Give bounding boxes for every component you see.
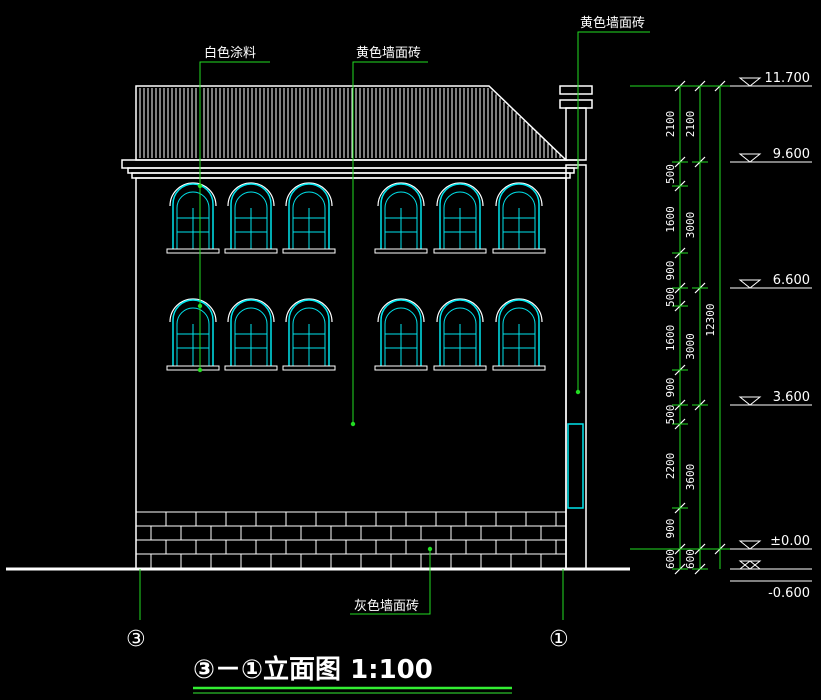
chimney-cap [559, 85, 593, 95]
chimney [565, 107, 587, 161]
level-label: 11.700 [765, 71, 811, 86]
level-label: 3.600 [773, 390, 810, 405]
drawing-title: ③－①立面图 1:100 [193, 654, 433, 685]
window [492, 298, 546, 371]
level-label: ±0.00 [770, 534, 810, 549]
dimension-label: 3000 [684, 212, 697, 239]
level-label: 6.600 [773, 273, 810, 288]
side-door [567, 423, 584, 509]
dimension-label: 900 [664, 519, 677, 539]
dimension-label: 500 [664, 164, 677, 184]
dimension-label: 900 [664, 261, 677, 281]
window [224, 298, 278, 371]
cornice [121, 159, 579, 169]
level-marker: -0.600 [730, 560, 812, 601]
label-white-paint: 白色涂料 [204, 45, 256, 61]
label-gray-tile: 灰色墙面砖 [354, 598, 419, 614]
axis-label-right: ① [549, 627, 569, 652]
dimension-label: 600 [684, 549, 697, 569]
side-column [565, 164, 587, 570]
dimension-label: 2100 [684, 111, 697, 138]
axis-label-left: ③ [126, 627, 146, 652]
label-yellow-tile: 黄色墙面砖 [356, 45, 421, 61]
window [282, 182, 336, 254]
building-outline [6, 85, 630, 571]
leader-lines [139, 31, 650, 620]
dimension-label: 500 [664, 405, 677, 425]
window [166, 182, 220, 254]
cornice-band-2 [131, 172, 571, 179]
window [433, 298, 487, 371]
dimension-label: 3600 [684, 464, 697, 491]
window [374, 182, 428, 254]
level-marker: 9.600 [730, 147, 812, 163]
dimension-label: 500 [664, 287, 677, 307]
level-label: 9.600 [773, 147, 810, 162]
roof [135, 85, 568, 161]
window [492, 182, 546, 254]
window [224, 182, 278, 254]
leader-gray-tile [350, 549, 431, 615]
base-brick-pattern [135, 511, 566, 569]
level-label: -0.600 [768, 586, 810, 601]
windows [166, 182, 546, 371]
dimension-total: 12300 [704, 303, 717, 336]
label-yellow-tile-top: 黄色墙面砖 [580, 15, 645, 31]
roof-ribs [139, 88, 561, 158]
level-markers: 11.700 9.600 6.600 3.600 ±0.00 -0.600 [730, 71, 812, 601]
leader-white-paint [199, 61, 270, 370]
level-marker: 3.600 [730, 390, 812, 406]
dimension-label: 2200 [664, 453, 677, 480]
dimension-chains: 2100 500 1600 900 500 1600 900 500 2200 900 600 210… [630, 80, 740, 575]
dimension-label: 900 [664, 378, 677, 398]
dimension-label: 3000 [684, 333, 697, 360]
leader-dots [197, 183, 581, 552]
chimney-cap-2 [559, 99, 593, 109]
window [282, 298, 336, 371]
dimension-label: 1600 [664, 206, 677, 233]
leader-yellow-tile [352, 61, 428, 424]
dimension-label: 600 [664, 549, 677, 569]
level-marker: ±0.00 [730, 534, 812, 550]
dimension-label: 2100 [664, 111, 677, 138]
window [374, 298, 428, 371]
level-marker: 6.600 [730, 273, 812, 289]
window [433, 182, 487, 254]
level-marker: 11.700 [730, 71, 812, 87]
window [166, 298, 220, 371]
leader-yellow-tile-top [577, 31, 650, 392]
dimension-label: 1600 [664, 325, 677, 352]
